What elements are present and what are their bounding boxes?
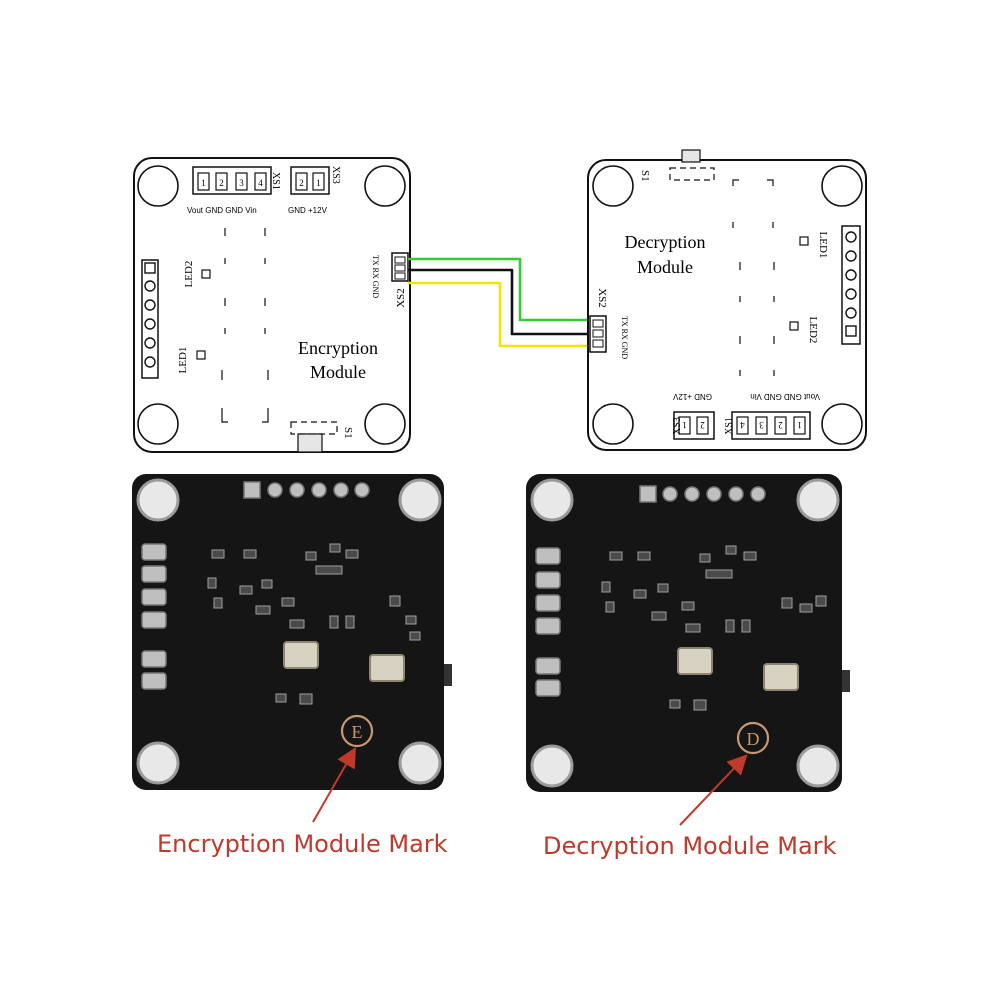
led2-footprint [789, 321, 799, 331]
xs1-connector [731, 411, 811, 440]
top-header-pads [243, 481, 370, 499]
xs1-connector [192, 166, 272, 195]
side-pads [535, 547, 561, 697]
decryption-mark-label: Decryption Module Mark [543, 832, 837, 860]
left-header [141, 259, 159, 379]
decryption-pcb-photo: D [526, 474, 850, 792]
xs1-signal-labels: Vout GND GND Vin [750, 392, 820, 401]
xs1-pin-label: 4 [740, 420, 745, 430]
led1-label: LED1 [177, 347, 189, 374]
xs1-pin-label: 3 [759, 420, 764, 430]
xs3-connector [673, 411, 715, 440]
xs1-pin-label: 2 [219, 178, 224, 188]
side-pads [141, 543, 167, 690]
encryption-mark-arrow [312, 747, 356, 823]
xs1-pin-label: 4 [258, 178, 263, 188]
xs1-pin-label: 1 [201, 178, 206, 188]
mount-hole [364, 403, 406, 445]
smd-components [207, 543, 421, 705]
s1-label: S1 [639, 170, 651, 182]
tx-wire [408, 257, 594, 322]
crystal-oscillator [677, 647, 713, 675]
decryption-board-outline [587, 159, 867, 451]
xs3-pin-label: 2 [299, 178, 304, 188]
xs3-pin-label: 1 [682, 420, 687, 430]
top-header-pads [639, 485, 766, 503]
xs3-pin-label: 1 [316, 178, 321, 188]
mount-holes [136, 478, 442, 785]
pcb-board [526, 474, 842, 792]
encryption-board-outline [133, 157, 411, 453]
gnd-wire [408, 268, 594, 336]
side-switch [444, 664, 452, 686]
encryption-mark-letter: E [352, 722, 363, 742]
xs3-signal-labels: GND +12V [672, 392, 712, 401]
chip-outline-marks [221, 228, 269, 423]
mount-hole [364, 165, 406, 207]
led1-label: LED1 [817, 232, 829, 259]
side-switch [842, 670, 850, 692]
encryption-mark-label: Encryption Module Mark [157, 830, 448, 858]
mount-holes [530, 478, 840, 788]
xs2-pin-labels: TX RX GND [371, 255, 380, 298]
s1-switch [669, 167, 715, 181]
mount-hole [137, 165, 179, 207]
xs1-pin-label: 2 [778, 420, 783, 430]
xs1-signal-labels: Vout GND GND Vin [187, 206, 257, 215]
xs3-label: XS3 [672, 417, 683, 435]
encryption-mark-circle [340, 714, 374, 748]
encryption-title-line1: Encryption [298, 338, 378, 358]
xs2-label: XS2 [395, 288, 407, 308]
decryption-mark-circle [736, 721, 770, 755]
xs3-signal-labels: GND +12V [288, 206, 328, 215]
right-header [841, 225, 861, 345]
rx-wire [408, 281, 594, 348]
crystal-oscillator [283, 641, 319, 669]
decryption-mark-arrow [679, 754, 748, 826]
pcb-board [132, 474, 444, 790]
s1-switch-actuator [681, 149, 701, 163]
xs1-label: XS1 [724, 417, 735, 435]
xs1-pin-label: 3 [239, 178, 244, 188]
led2-label: LED2 [807, 317, 819, 344]
s1-switch-actuator [297, 433, 323, 453]
led1-footprint [799, 236, 809, 246]
mount-hole [592, 165, 634, 207]
decryption-title-line2: Module [637, 257, 693, 277]
crystal-oscillator [369, 654, 405, 682]
mount-hole [592, 403, 634, 445]
chip-outline-marks [732, 179, 775, 376]
xs3-pin-label: 2 [700, 420, 705, 430]
xs1-pin-label: 1 [797, 420, 802, 430]
decryption-title-line1: Decryption [625, 232, 706, 252]
mount-hole [137, 403, 179, 445]
encryption-pcb-photo: E [132, 474, 452, 790]
xs2-pin-labels: TX RX GND [620, 316, 629, 359]
xs2-connector [391, 252, 409, 282]
xs1-pins: 1 2 3 4 [197, 172, 267, 191]
mount-hole [821, 165, 863, 207]
mount-hole [821, 403, 863, 445]
smd-components [601, 545, 827, 711]
led2-label: LED2 [183, 261, 195, 288]
led2-footprint [201, 269, 211, 279]
encryption-title-line2: Module [310, 362, 366, 382]
xs3-connector [290, 166, 330, 195]
xs3-label: XS3 [330, 166, 341, 184]
s1-label: S1 [342, 427, 354, 439]
decryption-mark-letter: D [747, 729, 760, 749]
xs2-connector [589, 315, 607, 353]
led1-footprint [196, 350, 206, 360]
xs1-label: XS1 [270, 172, 281, 190]
uart-wires [408, 257, 594, 348]
decryption-schematic: S1 Decryption Module LED1 LED2 TX RX GND [587, 149, 867, 451]
xs2-label: XS2 [596, 288, 608, 308]
encryption-schematic: 1 2 3 4 XS1 2 1 XS3 Vout GND GND Vin GND… [133, 157, 411, 453]
crystal-oscillator [763, 663, 799, 691]
